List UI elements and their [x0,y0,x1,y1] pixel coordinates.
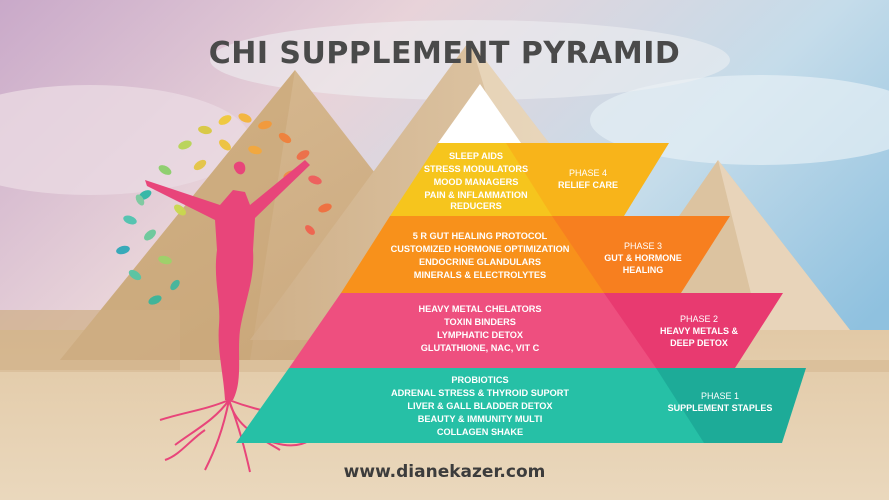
list-item: CUSTOMIZED HORMONE OPTIMIZATION [390,244,570,254]
list-item: LYMPHATIC DETOX [436,330,524,340]
list-item: HEAVY METAL CHELATORS [418,304,542,314]
phase-number: PHASE 3 [623,241,663,251]
phase-number: PHASE 4 [568,168,608,178]
phase-title: HEAVY METALS & [659,326,738,336]
phase-title: RELIEF CARE [557,180,618,190]
list-item: PROBIOTICS [451,375,509,385]
tree-leaves [116,113,332,305]
list-item: BEAUTY & IMMUNITY MULTI [417,414,543,424]
tier-phase1-shapes [236,368,806,443]
list-item: LIVER & GALL BLADDER DETOX [407,401,553,411]
list-item: PAIN & INFLAMMATION [424,190,528,200]
list-item: TOXIN BINDERS [444,317,516,327]
tier-phase1-items: PROBIOTICS ADRENAL STRESS & THYROID SUPO… [355,374,605,439]
list-item: 5 R GUT HEALING PROTOCOL [412,231,548,241]
phase3-label: PHASE 3 GUT & HORMONE HEALING [598,240,688,276]
list-item: REDUCERS [450,201,502,211]
page-title: CHI SUPPLEMENT PYRAMID [208,36,681,71]
tier-phase3-items: 5 R GUT HEALING PROTOCOL CUSTOMIZED HORM… [375,230,585,282]
phase-title: DEEP DETOX [670,338,728,348]
phase-number: PHASE 1 [700,391,740,401]
phase-number: PHASE 2 [679,314,719,324]
phase-title: GUT & HORMONE [604,253,682,263]
tier-phase4-shapes [390,143,669,216]
phase-title: SUPPLEMENT STAPLES [667,403,773,413]
phase2-label: PHASE 2 HEAVY METALS & DEEP DETOX [649,313,749,349]
list-item: GLUTATHIONE, NAC, VIT C [420,343,540,353]
tier-phase2-items: HEAVY METAL CHELATORS TOXIN BINDERS LYMP… [380,303,580,355]
tier-phase3-shapes [341,216,730,293]
list-item: ADRENAL STRESS & THYROID SUPORT [391,388,569,398]
phase4-label: PHASE 4 RELIEF CARE [548,167,628,191]
list-item: SLEEP AIDS [448,151,504,161]
list-item: MINERALS & ELECTROLYTES [413,270,547,280]
figure-silhouette [145,160,310,400]
list-item: ENDOCRINE GLANDULARS [419,257,541,267]
website-url: www.dianekazer.com [343,462,546,482]
list-item: MOOD MANAGERS [433,177,519,187]
phase-title: HEALING [622,265,664,275]
list-item: COLLAGEN SHAKE [436,427,524,437]
list-item: STRESS MODULATORS [423,164,529,174]
tier-phase4-items: SLEEP AIDS STRESS MODULATORS MOOD MANAGE… [396,150,556,211]
tier-phase2-shapes [289,293,783,368]
phase1-label: PHASE 1 SUPPLEMENT STAPLES [660,390,780,414]
